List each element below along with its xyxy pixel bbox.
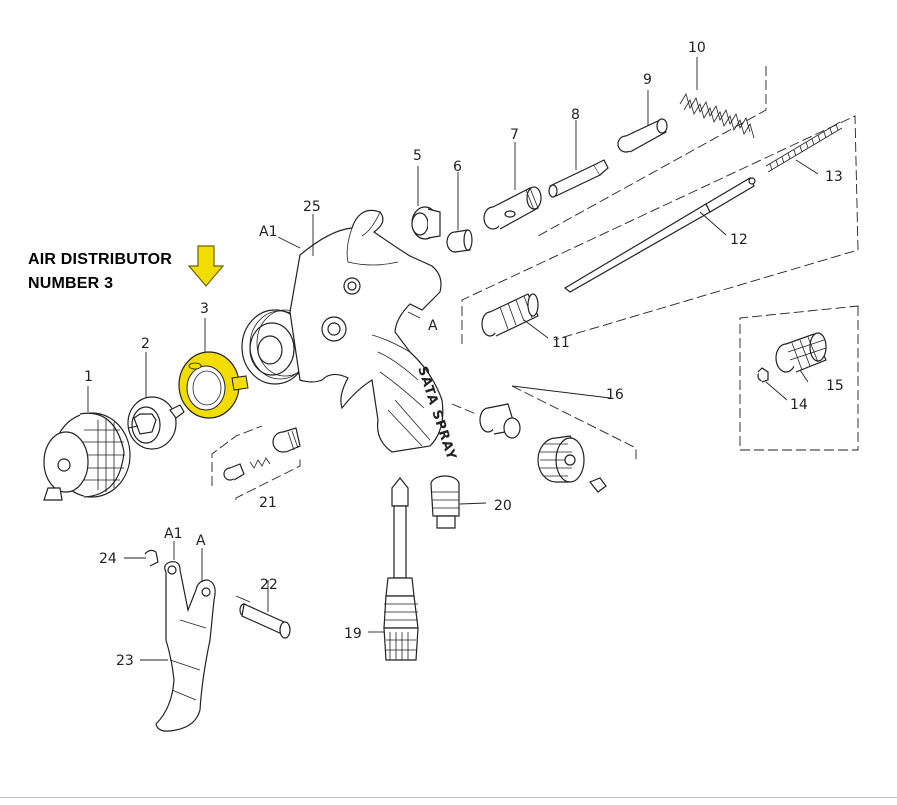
part-8-pin xyxy=(548,159,609,198)
leader-lines xyxy=(87,57,819,661)
label-a-top: A xyxy=(428,318,438,334)
part-15-adjusting-knob xyxy=(775,332,827,373)
part-14-screw xyxy=(757,367,769,383)
label-12: 12 xyxy=(730,232,748,248)
page-bottom-rule xyxy=(0,797,897,798)
label-2: 2 xyxy=(141,336,150,352)
part-12-needle xyxy=(563,177,756,293)
label-22: 22 xyxy=(260,577,278,593)
part-22-trigger-pin xyxy=(239,603,291,639)
label-23: 23 xyxy=(116,653,134,669)
part-6-bushing xyxy=(446,229,473,253)
arrow-down-icon xyxy=(187,245,225,287)
part-2-nozzle xyxy=(127,396,185,450)
part-3-air-distributor xyxy=(178,351,249,419)
assembly-lines xyxy=(211,66,859,603)
label-10: 10 xyxy=(688,40,706,56)
part-21-valve-set xyxy=(223,427,301,481)
callout-line-1: AIR DISTRIBUTOR xyxy=(28,251,173,268)
part-10-spring xyxy=(679,93,755,139)
label-3: 3 xyxy=(200,301,209,317)
label-a1-trigger: A1 xyxy=(164,526,182,542)
part-13-spring xyxy=(765,121,843,173)
label-25: 25 xyxy=(303,199,321,215)
label-1: 1 xyxy=(84,369,93,385)
part-11-packing xyxy=(481,293,539,337)
label-19: 19 xyxy=(344,626,362,642)
part-5-seal xyxy=(411,206,441,240)
label-20: 20 xyxy=(494,498,512,514)
air-distributor-callout: AIR DISTRIBUTOR NUMBER 3 xyxy=(28,248,172,296)
part-24-clip xyxy=(144,549,159,567)
label-a1-top: A1 xyxy=(259,224,277,240)
part-9-piston xyxy=(617,118,668,153)
gun-body: SATA SPRAY xyxy=(241,209,459,462)
label-16: 16 xyxy=(606,387,624,403)
label-9: 9 xyxy=(643,72,652,88)
label-8: 8 xyxy=(571,107,580,123)
label-a-trigger: A xyxy=(196,533,206,549)
label-11: 11 xyxy=(552,335,570,351)
part-16-spreader-valve xyxy=(479,403,607,493)
label-5: 5 xyxy=(413,148,422,164)
part-20-fitting xyxy=(430,475,460,529)
part-7-valve-housing xyxy=(483,186,542,230)
part-19-air-connector xyxy=(383,477,419,661)
label-21: 21 xyxy=(259,495,277,511)
part-1-air-cap xyxy=(43,412,131,501)
callout-line-2: NUMBER 3 xyxy=(28,275,114,292)
label-14: 14 xyxy=(790,397,808,413)
label-6: 6 xyxy=(453,159,462,175)
label-13: 13 xyxy=(825,169,843,185)
label-24: 24 xyxy=(99,551,117,567)
part-number-labels: 1 2 3 5 6 7 8 9 10 11 12 13 14 15 16 19 … xyxy=(84,40,844,669)
label-7: 7 xyxy=(510,127,519,143)
label-15: 15 xyxy=(826,378,844,394)
part-23-trigger xyxy=(155,561,216,732)
